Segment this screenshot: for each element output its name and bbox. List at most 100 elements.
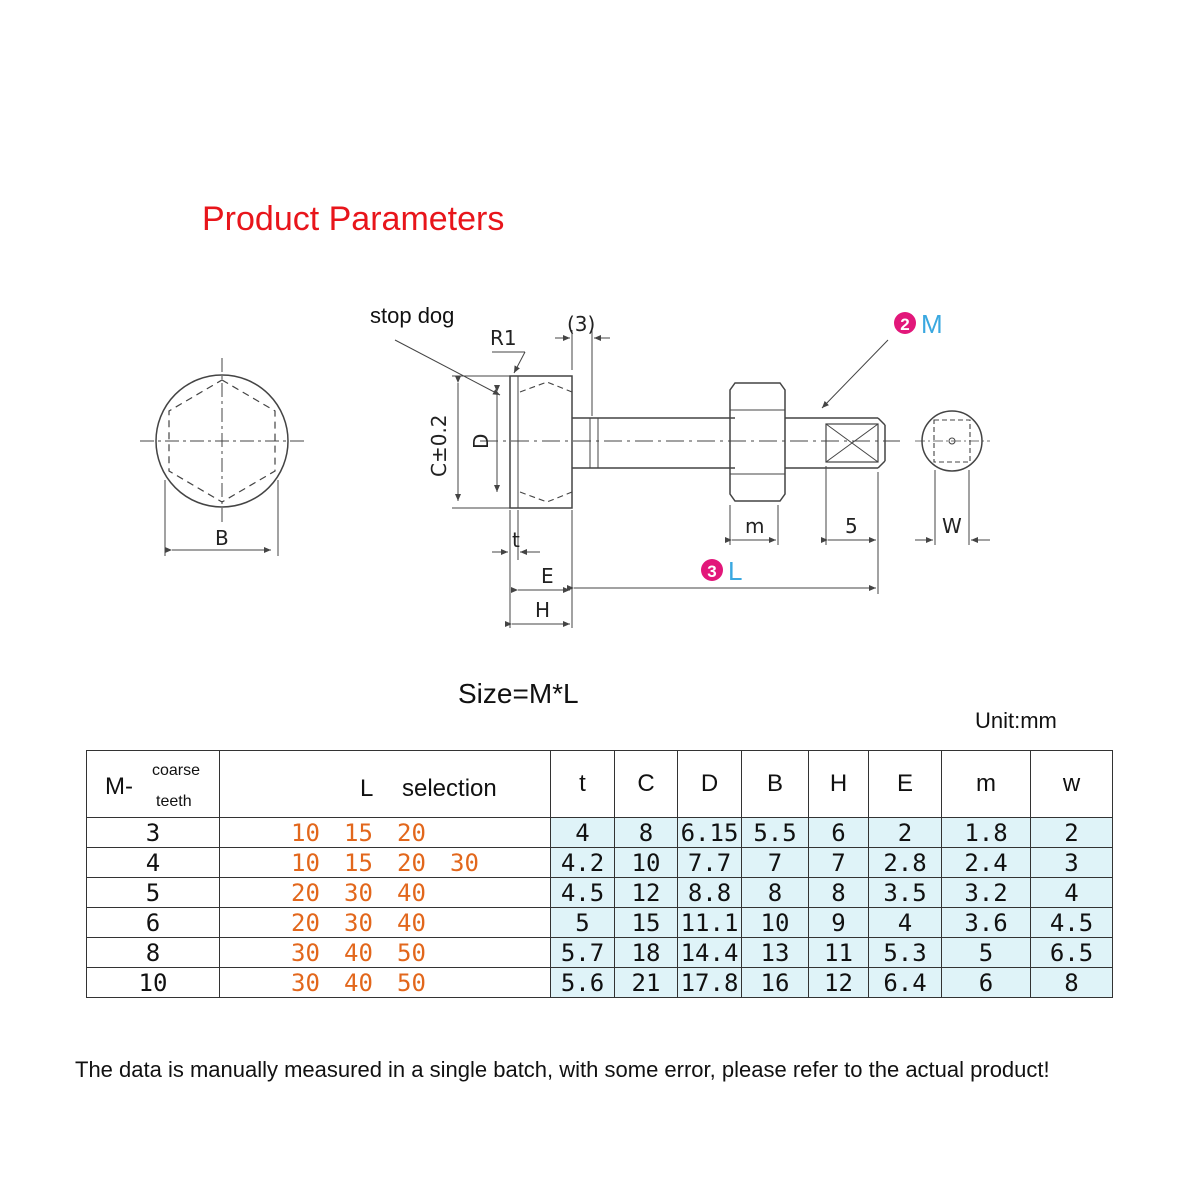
callout-m-badge: [894, 312, 916, 334]
value-cell-c: 18: [614, 937, 678, 968]
l-option: 20: [291, 878, 320, 907]
value-cell-t: 5: [550, 907, 615, 938]
callout-l: 3 L: [701, 556, 742, 586]
m-header: M- coarse teeth: [86, 750, 220, 818]
l-option: 10: [291, 848, 320, 877]
value-cell-t: 4: [550, 817, 615, 848]
value-cell-d: 11.1: [677, 907, 742, 938]
technical-drawing: stop dog R1 (3) C±0.2 D B t E H m 5 W 2 …: [140, 303, 990, 628]
dimension-labels: stop dog R1 (3) C±0.2 D B t E H m 5 W 2 …: [215, 303, 962, 622]
l-option: 15: [344, 848, 373, 877]
value-cell-h: 6: [808, 817, 869, 848]
m-size-cell: 3: [86, 817, 220, 848]
value-cell-w: 4.5: [1030, 907, 1113, 938]
spec-table: M- coarse teeth L selection t C D B H E …: [86, 750, 1113, 998]
page-title: Product Parameters: [202, 200, 505, 238]
callout-m-letter: M: [921, 309, 943, 339]
r1-label: R1: [490, 326, 517, 350]
value-cell-b: 8: [741, 877, 809, 908]
value-cell-b: 10: [741, 907, 809, 938]
stop-dog-label: stop dog: [370, 303, 454, 328]
bolt-side-view: [394, 330, 900, 628]
value-cell-e: 2.8: [868, 847, 942, 878]
table-header-row: M- coarse teeth L selection t C D B H E …: [86, 750, 1113, 818]
l-option: 40: [344, 938, 373, 967]
value-cell-t: 5.6: [550, 967, 615, 998]
col-header-m: m: [941, 750, 1031, 818]
l-letter: L: [360, 775, 374, 802]
l-option: 30: [291, 938, 320, 967]
t-label: t: [512, 528, 520, 552]
l-option: 20: [291, 908, 320, 937]
value-cell-m: 3.2: [941, 877, 1031, 908]
l-option: 40: [344, 968, 373, 997]
value-cell-e: 2: [868, 817, 942, 848]
h-label: H: [535, 598, 550, 622]
l-option: 40: [397, 908, 426, 937]
value-cell-d: 6.15: [677, 817, 742, 848]
value-cell-h: 7: [808, 847, 869, 878]
l-selection: selection: [402, 775, 497, 802]
callout-l-letter: L: [728, 556, 742, 586]
tip-end-view: [915, 410, 990, 545]
value-cell-m: 2.4: [941, 847, 1031, 878]
value-cell-c: 15: [614, 907, 678, 938]
value-cell-d: 8.8: [677, 877, 742, 908]
value-cell-b: 5.5: [741, 817, 809, 848]
m-coarse: coarse: [152, 762, 201, 779]
value-cell-d: 17.8: [677, 967, 742, 998]
value-cell-c: 8: [614, 817, 678, 848]
value-cell-d: 7.7: [677, 847, 742, 878]
l-option: 30: [344, 908, 373, 937]
size-formula: Size=M*L: [458, 678, 579, 709]
value-cell-w: 4: [1030, 877, 1113, 908]
m-size-cell: 10: [86, 967, 220, 998]
value-cell-m: 1.8: [941, 817, 1031, 848]
value-cell-e: 6.4: [868, 967, 942, 998]
callout-l-number: 3: [707, 562, 716, 581]
w-label: W: [942, 514, 962, 538]
value-cell-c: 10: [614, 847, 678, 878]
col-header-d: D: [677, 750, 742, 818]
l-option: 10: [291, 818, 320, 847]
unit-label: Unit:mm: [975, 708, 1057, 733]
value-cell-m: 3.6: [941, 907, 1031, 938]
l-selection-cell: 20 30 40: [219, 877, 551, 908]
value-cell-t: 4.5: [550, 877, 615, 908]
d-label: D: [469, 434, 493, 449]
e-label: E: [541, 564, 554, 588]
col-header-b: B: [741, 750, 809, 818]
col-header-c: C: [614, 750, 678, 818]
l-option: 40: [397, 878, 426, 907]
five-label: 5: [845, 514, 858, 538]
l-option: 15: [344, 818, 373, 847]
value-cell-w: 2: [1030, 817, 1113, 848]
col-header-t: t: [550, 750, 615, 818]
l-option: 30: [450, 848, 479, 877]
l-selection-cell: 20 30 40: [219, 907, 551, 938]
footnote: The data is manually measured in a singl…: [75, 1057, 1050, 1082]
m-size-cell: 6: [86, 907, 220, 938]
value-cell-h: 12: [808, 967, 869, 998]
c-tolerance-label: C±0.2: [427, 414, 451, 477]
value-cell-t: 4.2: [550, 847, 615, 878]
value-cell-h: 9: [808, 907, 869, 938]
value-cell-d: 14.4: [677, 937, 742, 968]
value-cell-h: 8: [808, 877, 869, 908]
m-size-cell: 5: [86, 877, 220, 908]
value-cell-e: 4: [868, 907, 942, 938]
m-prefix: M-: [105, 773, 133, 800]
value-cell-c: 21: [614, 967, 678, 998]
col-header-e: E: [868, 750, 942, 818]
three-label: (3): [567, 312, 595, 336]
l-header: L selection: [219, 750, 551, 818]
l-option: 30: [344, 878, 373, 907]
value-cell-w: 6.5: [1030, 937, 1113, 968]
